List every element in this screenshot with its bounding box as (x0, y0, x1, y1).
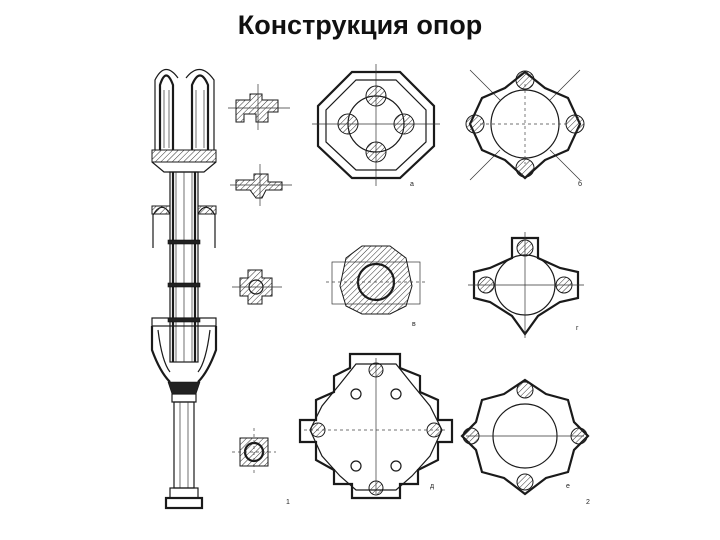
cross-section-3 (232, 269, 282, 305)
plan-letter: д (430, 483, 434, 490)
pier-plan-v: в (326, 245, 426, 328)
pier-elevation (150, 68, 218, 510)
figure-number: 2 (586, 499, 590, 506)
pier-plan-a: а (312, 64, 440, 188)
plan-letter: а (410, 181, 414, 188)
pier-plan-d: д (298, 352, 454, 500)
plan-letter: б (578, 180, 582, 188)
plan-letter: г (576, 325, 579, 332)
cross-section-1 (228, 84, 290, 130)
plan-letter: в (412, 321, 416, 328)
figure-number: 1 (286, 499, 290, 506)
plan-letter: е (566, 483, 570, 490)
cross-section-4 (232, 428, 276, 476)
cross-section-2 (230, 164, 292, 206)
page-title: Конструкция опор (237, 10, 483, 40)
pier-plan-e: е (460, 378, 590, 496)
pier-plan-g: г (468, 232, 584, 338)
pier-plan-b: б (465, 69, 585, 188)
